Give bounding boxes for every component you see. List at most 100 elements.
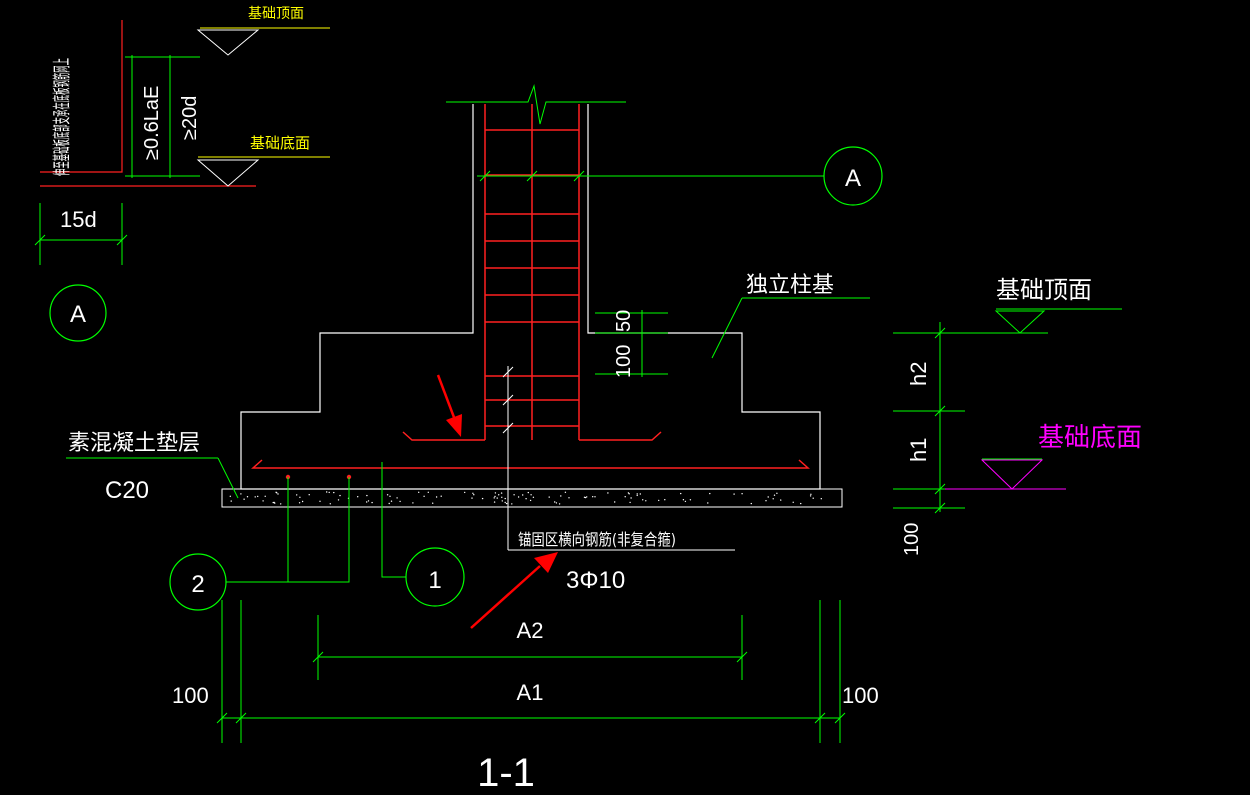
cushion-dot [246,496,249,498]
anchor-note-text: 锚固区横向钢筋(非复合箍) [518,530,676,549]
section-1-1: A 独立柱基 50 100 锚固区横向钢筋(非复合箍) 3Φ10 素混凝土垫层 … [66,84,883,795]
cushion-label-text: 素混凝土垫层 [68,431,200,456]
cushion-dot [682,499,685,501]
cushion-layer [221,488,843,508]
anchorage-detail: 伸至基础板底部支承在底板钢筋网上 ≥0.6LaE ≥20d 基础顶面 基础底面 … [34,5,330,342]
cushion-dot [525,498,527,500]
cushion-dot [418,491,420,493]
right-bottom-level-triangle [980,459,1044,490]
dim-15d-tick-left [34,234,46,246]
cushion-dot [357,496,359,498]
concrete-grade-text: C20 [105,477,149,504]
cushion-dot [264,495,266,497]
cushion-dot [707,502,709,504]
cushion-dot [527,491,529,494]
bubble-2 [169,553,227,611]
cushion-dot [558,503,561,505]
annotation-arrow-2-shaft [470,565,541,629]
foundation-outline [240,104,821,490]
cushion-dot [496,497,498,499]
dim-100-right-text: 100 [842,683,879,708]
cushion-dot [684,500,687,503]
cushion-dot [427,491,429,493]
cushion-dot [435,496,438,498]
right-bottom-level-text: 基础底面 [1038,423,1142,453]
cushion-dot [371,501,373,504]
cushion-dot [733,493,735,495]
column-hook-right [579,431,662,441]
bubble-1-text: 1 [428,567,441,594]
dim-a2-tick-left [312,651,324,663]
cushion-dot [776,492,778,494]
cushion-dot [532,496,535,498]
cushion-dot [607,492,609,494]
note-frame [40,20,123,173]
bubble-1-leader [381,462,406,578]
cushion-dot [493,497,495,499]
cushion-dot [530,494,532,496]
annotation-arrow-1-head [446,414,462,437]
detail-bubble [49,284,107,342]
top-level-triangle [196,29,260,56]
dim-a2-text: A2 [517,618,544,643]
cushion-dot [326,491,328,493]
bubble-2-text: 2 [191,571,204,598]
bottom-slab-rebar [251,459,810,469]
right-dim-100: 100 [901,523,923,556]
column-hook-left [402,431,485,441]
cushion-dot [628,493,630,495]
cushion-dot [329,503,331,505]
cushion-dot [680,492,682,495]
right-tick-4 [934,502,946,514]
cushion-dot [594,496,596,498]
anchor-tick-2 [502,394,514,406]
cushion-dot [366,494,368,497]
cushion-dot [639,493,641,495]
cushion-dot [522,494,524,496]
cushion-dot [399,500,401,503]
cushion-dot [505,502,508,505]
cushion-dot [645,500,647,502]
section-bubble-a-text: A [845,165,861,192]
cushion-dot [390,500,393,502]
cushion-dot [386,494,389,496]
dim-col-50-text: 50 [613,310,635,332]
cushion-dot [501,496,503,498]
cushion-dot [513,494,515,496]
cushion-dot [412,502,414,504]
dim-100-left-text: 100 [172,683,209,708]
cushion-dot [388,502,390,505]
cushion-dot [664,499,666,501]
anchor-tick-3 [502,422,514,434]
cushion-dot [792,501,794,503]
cushion-dot [494,495,496,498]
dim-a2-tick-right [736,651,748,663]
anchor-tick-1 [502,366,514,378]
cushion-dot [636,494,638,497]
cushion-dot [396,497,398,499]
cushion-dot [481,497,484,500]
cushion-dot [299,496,301,498]
footing-label-text: 独立柱基 [746,273,834,298]
cushion-dot [592,496,594,498]
top-level-text: 基础顶面 [248,5,304,22]
right-tick-2 [934,405,946,417]
cushion-dot [614,501,616,503]
leader-tick-2 [526,170,538,182]
cushion-dot [296,494,298,496]
cushion-dot [642,499,644,501]
cushion-dot [765,500,767,502]
cushion-dot [471,497,473,499]
right-top-level-text: 基础顶面 [996,276,1092,304]
cushion-dot [809,495,812,497]
right-tick-1 [934,327,946,339]
cushion-dot [498,494,500,496]
bubble-2-leader [287,477,350,583]
cushion-dot [473,494,475,496]
cushion-dot [328,491,330,494]
cushion-dot [230,500,232,502]
dim-min-text: ≥20d [179,96,201,140]
cushion-dot [440,495,442,497]
cushion-dots [229,491,822,505]
cushion-dot [389,495,391,497]
